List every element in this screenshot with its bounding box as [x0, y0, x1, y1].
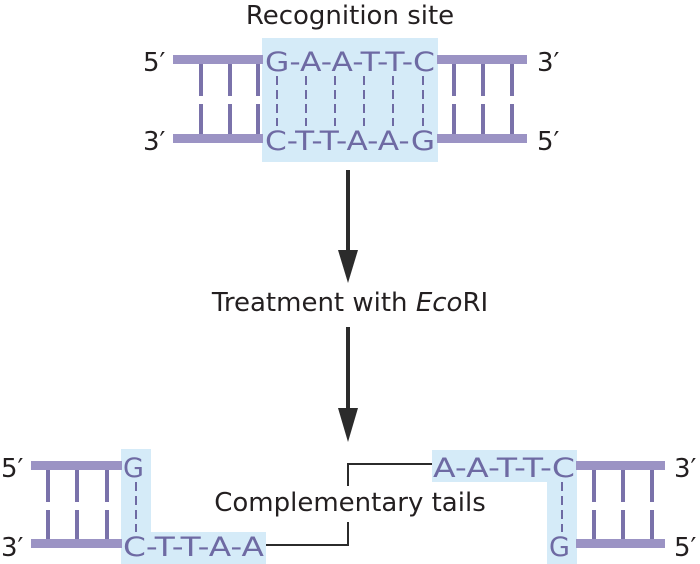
treatment-prefix: Treatment with	[211, 288, 416, 318]
bottom-sequence: C-T-T-A-A-G	[265, 126, 435, 157]
right-fragment-bottom-end-label: 5′	[674, 533, 697, 563]
right-fragment-bottom-base: G	[549, 532, 570, 563]
top-left-end-label: 5′	[143, 48, 166, 78]
arrowhead-icon	[338, 408, 358, 442]
top-sequence: G-A-A-T-T-C	[265, 47, 435, 78]
hydrogen-bonds-recognition	[276, 76, 424, 126]
enzyme-italic: Eco	[416, 288, 463, 318]
left-fragment-top-strand	[31, 461, 122, 470]
right-fragment-tail: A-A-T-T-C	[433, 453, 575, 484]
bottom-right-end-label: 5′	[537, 127, 560, 157]
left-fragment: G C-T-T-A-A 5′ 3′	[1, 449, 266, 564]
enzyme-suffix: RI	[462, 288, 488, 318]
treatment-label: Treatment with EcoRI	[211, 288, 488, 318]
right-fragment: A-A-T-T-C G 3′ 5′	[432, 450, 697, 564]
left-fragment-bottom-strand	[31, 539, 122, 548]
process-arrow-upper	[338, 170, 358, 283]
right-fragment-rungs	[592, 470, 654, 539]
complementary-tails-label: Complementary tails	[214, 488, 486, 518]
arrowhead-icon	[338, 250, 358, 283]
bottom-left-end-label: 3′	[143, 127, 166, 157]
recognition-site-highlight	[262, 38, 438, 162]
right-fragment-top-end-label: 3′	[674, 454, 697, 484]
right-sticky-end-highlight	[432, 450, 577, 564]
complementary-tails-bracket	[266, 463, 432, 546]
left-fragment-rungs	[46, 470, 109, 539]
top-right-end-label: 3′	[537, 48, 560, 78]
bottom-strand-right	[437, 134, 527, 143]
left-fragment-top-end-label: 5′	[1, 454, 24, 484]
right-fragment-bottom-strand	[576, 539, 665, 548]
recognition-site-title: Recognition site	[246, 1, 454, 31]
right-fragment-top-strand	[576, 461, 665, 470]
left-fragment-tail: C-T-T-A-A	[123, 532, 265, 563]
process-arrow-lower	[338, 327, 358, 442]
top-strand-left	[173, 55, 263, 64]
left-fragment-bottom-end-label: 3′	[1, 533, 24, 563]
left-fragment-top-base: G	[123, 453, 144, 484]
base-pair-rungs-left	[199, 64, 260, 134]
top-strand-right	[437, 55, 527, 64]
base-pair-rungs-right	[452, 64, 514, 134]
bottom-strand-left	[173, 134, 263, 143]
left-sticky-end-highlight	[121, 449, 266, 564]
original-dna: G-A-A-T-T-C C-T-T-A-A-G 5′ 3′ 3′ 5′	[143, 38, 560, 162]
